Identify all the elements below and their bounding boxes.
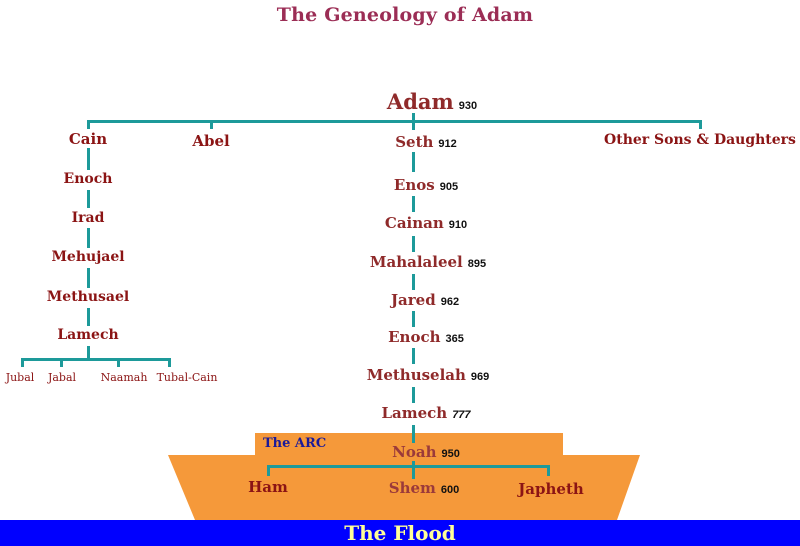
person-mahalaleel: Mahalaleel 895 <box>370 253 486 271</box>
person-name: Lamech <box>381 404 448 422</box>
person-lamech-seth: Lamech 777 <box>381 404 470 422</box>
person-name: Methuselah <box>366 366 466 384</box>
person-name: Ham <box>248 478 288 496</box>
person-lamech-cain: Lamech <box>57 327 118 343</box>
person-adam: Adam 930 <box>387 89 477 114</box>
person-age: 969 <box>470 371 490 383</box>
noah-children-connector <box>267 465 550 468</box>
cain-line-connector <box>87 268 90 288</box>
person-age: 930 <box>458 100 478 112</box>
person-noah: Noah 950 <box>392 443 460 461</box>
person-cain: Cain <box>69 130 107 148</box>
person-name: Enos <box>393 176 435 194</box>
person-methusael: Methusael <box>47 289 129 305</box>
person-irad: Irad <box>72 210 105 226</box>
ham-drop <box>267 465 270 476</box>
seth-line-connector <box>412 311 415 327</box>
lamech-children-connector <box>21 358 171 361</box>
person-jubal: Jubal <box>6 371 35 384</box>
person-name: Shem <box>388 479 436 497</box>
person-age: 905 <box>439 181 459 193</box>
person-enoch-cain: Enoch <box>64 171 113 187</box>
cain-line-connector <box>87 346 90 360</box>
person-name: Cainan <box>384 214 444 232</box>
person-enos: Enos 905 <box>394 176 458 194</box>
person-name: Japheth <box>518 480 584 498</box>
person-name: Noah <box>392 443 437 461</box>
seth-line-connector <box>412 274 415 290</box>
seth-line-connector <box>412 348 415 364</box>
person-age: 912 <box>438 138 457 150</box>
person-age: 365 <box>445 333 464 345</box>
seth-drop <box>412 120 415 130</box>
adam-children-connector <box>88 120 701 123</box>
cain-drop <box>87 120 90 129</box>
person-name: Mahalaleel <box>369 253 463 271</box>
person-abel: Abel <box>192 132 229 150</box>
flood-bar: The Flood <box>0 520 800 546</box>
person-age: 962 <box>440 296 460 308</box>
person-age: 910 <box>448 219 468 231</box>
japheth-drop <box>547 465 550 476</box>
seth-line-connector <box>412 387 415 403</box>
jubal-drop <box>21 358 24 367</box>
person-japheth: Japheth <box>518 480 584 498</box>
person-age: 950 <box>441 448 460 460</box>
others-drop <box>699 120 702 129</box>
person-mehujael: Mehujael <box>51 249 124 265</box>
person-name: Jared <box>390 291 436 309</box>
noah-stem <box>412 461 415 479</box>
person-methuselah: Methuselah 969 <box>367 366 490 384</box>
seth-line-connector <box>412 425 415 443</box>
abel-drop <box>210 120 213 129</box>
naamah-drop <box>117 358 120 367</box>
person-name: Naamah <box>100 371 148 384</box>
person-name: Tubal-Cain <box>156 371 218 384</box>
person-name: Methusael <box>46 289 130 305</box>
person-name: Jubal <box>5 371 35 384</box>
seth-line-connector <box>412 196 415 212</box>
person-ham: Ham <box>248 478 288 496</box>
person-name: Lamech <box>57 327 119 343</box>
person-other-sons-daughters: Other Sons & Daughters <box>604 132 796 148</box>
cain-line-connector <box>87 228 90 248</box>
person-name: Adam <box>386 89 454 114</box>
seth-line-connector <box>412 236 415 252</box>
ark-label: The ARC <box>263 436 327 451</box>
tubal-cain-drop <box>168 358 171 367</box>
person-seth: Seth 912 <box>395 133 457 151</box>
person-name: Abel <box>192 132 230 150</box>
page-title: The Geneology of Adam <box>276 4 534 26</box>
person-shem: Shem 600 <box>389 479 460 497</box>
cain-line-connector <box>87 190 90 208</box>
person-name: Other Sons & Daughters <box>604 132 796 148</box>
person-jabal: Jabal <box>48 371 76 384</box>
person-enoch-seth: Enoch 365 <box>388 328 464 346</box>
person-name: Jabal <box>47 371 77 384</box>
person-name: Enoch <box>388 328 441 346</box>
seth-line-connector <box>412 152 415 172</box>
person-name: Mehujael <box>51 249 125 265</box>
adam-stem <box>412 113 415 121</box>
cain-line-connector <box>87 148 90 170</box>
person-name: Seth <box>395 133 434 151</box>
cain-line-connector <box>87 308 90 326</box>
person-naamah: Naamah <box>101 371 148 384</box>
person-tubal-cain: Tubal-Cain <box>157 371 218 384</box>
person-age: 777 <box>452 409 471 421</box>
person-name: Enoch <box>63 171 113 187</box>
person-age: 600 <box>440 484 460 496</box>
person-name: Irad <box>71 210 105 226</box>
flood-label: The Flood <box>344 521 456 545</box>
person-jared: Jared 962 <box>391 291 459 309</box>
person-name: Cain <box>68 130 108 148</box>
person-age: 895 <box>467 258 487 270</box>
jabal-drop <box>60 358 63 367</box>
person-cainan: Cainan 910 <box>385 214 467 232</box>
